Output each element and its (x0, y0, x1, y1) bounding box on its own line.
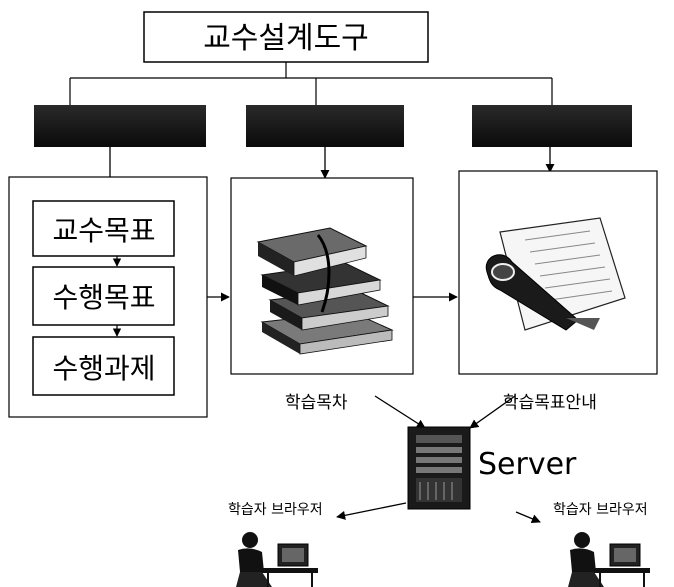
goal-box-3-label: 수행과제 (52, 352, 155, 385)
goal-box-1-label: 교수목표 (52, 214, 155, 247)
goal-box-1 (32, 200, 175, 257)
browser-right-label: 학습자 브라우저 (553, 502, 648, 518)
header-bar-middle (246, 105, 404, 147)
right-panel (458, 170, 658, 375)
books-stack-icon (256, 227, 394, 355)
header-bar-left (34, 105, 206, 147)
server-label: Server (478, 447, 577, 482)
title-connectors (69, 62, 553, 105)
document-pen-icon (485, 217, 626, 331)
server-tower-icon (407, 426, 471, 510)
guide-label: 학습목표안내 (503, 393, 597, 413)
goal-box-2 (32, 266, 175, 326)
left-panel: 교수목표 수행목표 수행과제 (8, 176, 208, 418)
goal-box-3 (32, 336, 175, 396)
title-box: 교수설계도구 (143, 11, 429, 63)
header-bar-right (472, 105, 632, 147)
user-at-computer-icon (236, 532, 318, 587)
browser-arrows (336, 502, 541, 524)
server-arrows (374, 395, 516, 429)
diagram-title: 교수설계도구 (203, 21, 369, 56)
toc-label: 학습목차 (285, 393, 348, 413)
goal-box-2-label: 수행목표 (52, 281, 155, 314)
user-at-computer-icon (568, 532, 650, 587)
middle-panel (230, 177, 414, 375)
browser-left-label: 학습자 브라우저 (228, 502, 323, 518)
